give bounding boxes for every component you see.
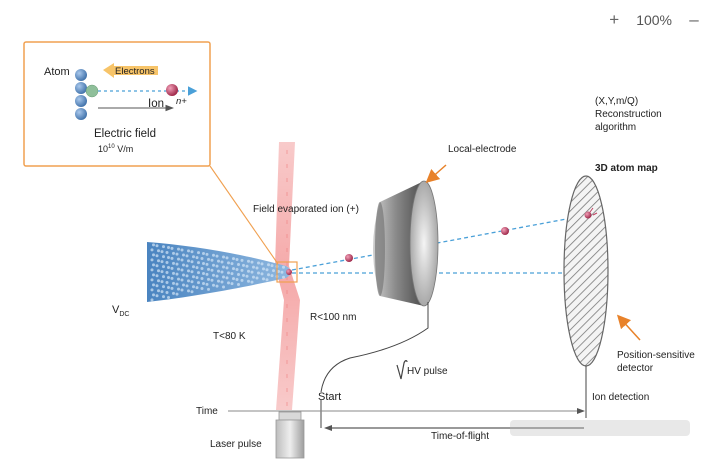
evaporating-ion xyxy=(286,269,292,275)
specimen-atoms xyxy=(150,243,285,302)
start-label: Start xyxy=(318,391,341,403)
vdc-label: VDC xyxy=(112,304,129,318)
watermark-blur xyxy=(510,420,690,436)
zoom-level: 100% xyxy=(636,12,672,28)
local-electrode xyxy=(373,180,439,307)
reconstruction-line-3: algorithm xyxy=(595,122,636,133)
laser-nozzle xyxy=(275,411,305,459)
ion-in-flight xyxy=(345,254,353,262)
ion-charge-label: n+ xyxy=(176,96,187,107)
electrons-arrow xyxy=(103,63,158,78)
local-electrode-label: Local-electrode xyxy=(448,144,517,155)
position-sensitive-detector xyxy=(563,175,609,367)
zoom-out-button[interactable]: – xyxy=(689,10,699,29)
temperature-label: T<80 K xyxy=(213,331,246,342)
detected-ion xyxy=(584,211,592,219)
annotation-arrows xyxy=(425,164,641,341)
time-label: Time xyxy=(196,406,218,417)
hv-pulse-label: HV pulse xyxy=(407,366,448,377)
field-strength-value: 1010 V/m xyxy=(98,144,133,154)
zoom-in-button[interactable]: + xyxy=(609,10,620,29)
field-base: 10 xyxy=(98,144,108,154)
atom-label: Atom xyxy=(44,66,70,78)
zoom-region-box xyxy=(276,261,298,283)
electrons-label: Electrons xyxy=(115,66,155,77)
electric-field-label: Electric field xyxy=(94,128,156,140)
time-of-flight-label: Time-of-flight xyxy=(431,431,489,442)
detector-label-line-1: Position-sensitive xyxy=(617,350,695,361)
zoom-controls: + 100% – xyxy=(606,10,702,30)
radius-label: R<100 nm xyxy=(310,312,356,323)
inset-panel xyxy=(23,41,298,283)
detector-label-line-2: detector xyxy=(617,363,654,374)
field-evaporated-label: Field evaporated ion (+) xyxy=(253,204,359,215)
field-exp: 10 xyxy=(108,144,115,150)
ion-trajectories xyxy=(291,211,591,279)
vdc-base: V xyxy=(112,304,120,316)
hv-wiring xyxy=(320,302,587,428)
reconstruction-line-2: Reconstruction xyxy=(595,109,662,120)
field-unit: V/m xyxy=(115,144,134,154)
vdc-sub: DC xyxy=(119,311,129,318)
laser-pulse-label: Laser pulse xyxy=(210,439,262,450)
ion-in-flight xyxy=(501,227,509,235)
specimen-tip xyxy=(147,242,292,302)
ion-detection-label: Ion detection xyxy=(592,392,649,403)
atom-cluster xyxy=(75,69,99,120)
inset-ion xyxy=(166,84,178,96)
reconstruction-line-1: (X,Y,m/Q) xyxy=(595,96,638,107)
ion-label: Ion xyxy=(148,98,164,110)
atom-map-label: 3D atom map xyxy=(595,163,658,174)
time-axis xyxy=(228,408,585,431)
